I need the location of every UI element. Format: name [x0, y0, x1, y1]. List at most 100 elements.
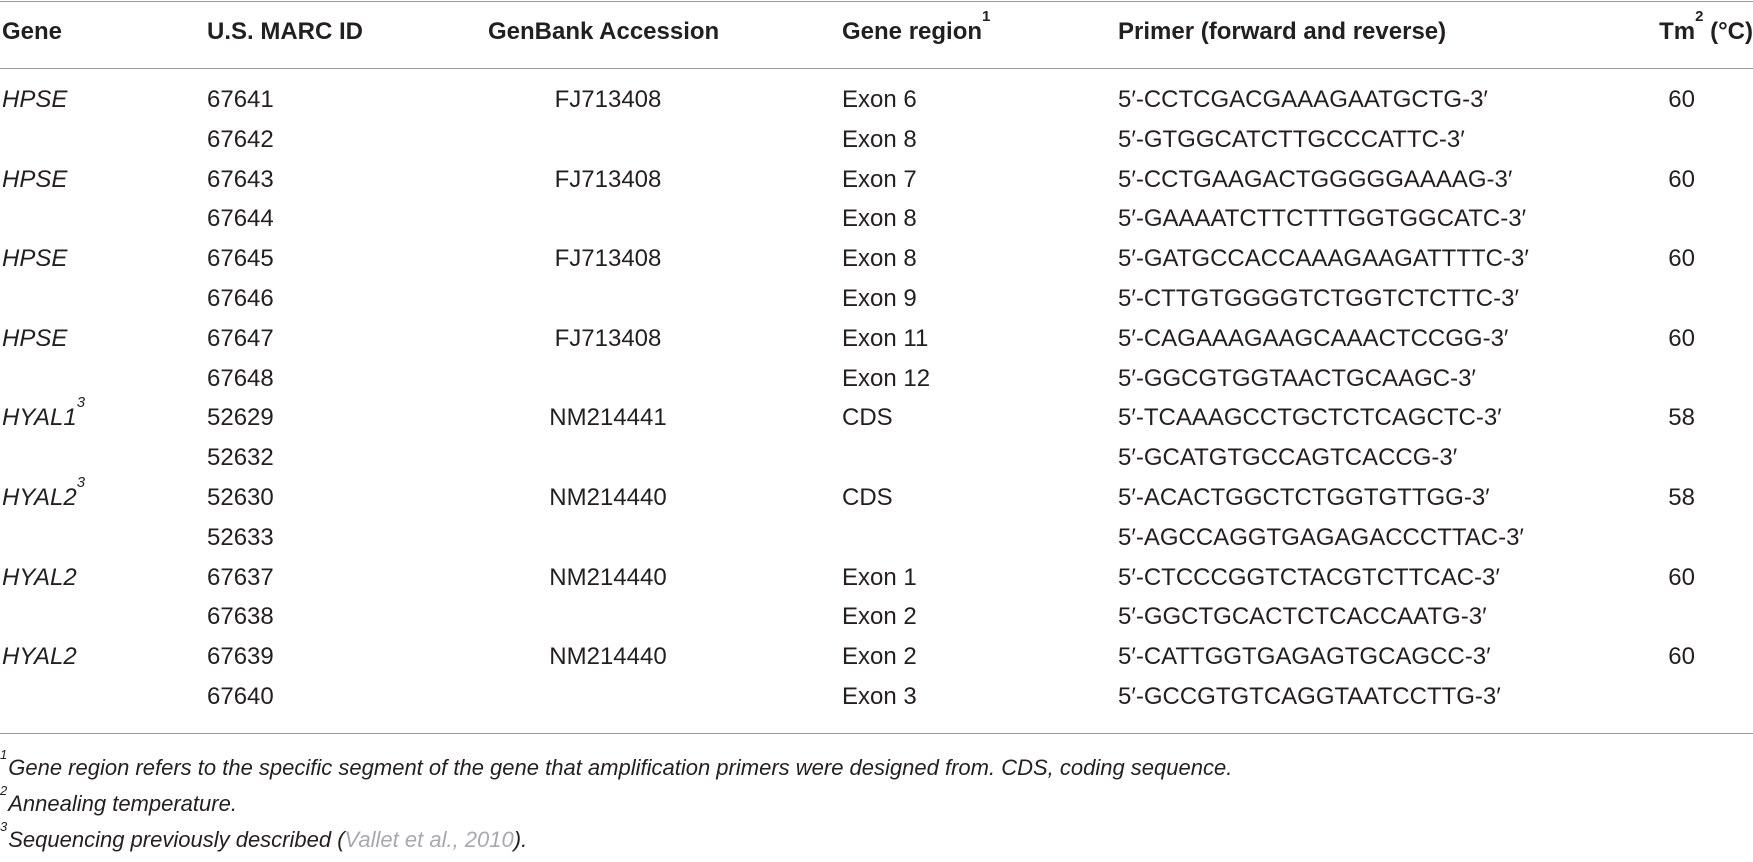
- cell-marc-id: 67638: [207, 603, 274, 631]
- cell-primer: 5′-ACACTGGCTCTGGTGTTGG-3′: [1118, 483, 1490, 511]
- cell-marc-id: 67639: [207, 643, 274, 671]
- cell-primer: 5′-CTCCCGGTCTACGTCTTCAC-3′: [1118, 563, 1500, 591]
- cell-gene-name: HYAL2: [2, 563, 77, 591]
- cell-genbank: NM214440: [549, 563, 667, 591]
- table-footnotes: 1Gene region refers to the specific segm…: [0, 748, 1753, 862]
- cell-primer: 5′-CCTGAAGACTGGGGGAAAAG-3′: [1118, 165, 1513, 193]
- cell-gene-region: Exon 9: [842, 284, 917, 312]
- header-gene-region-label: Gene region: [842, 18, 983, 45]
- cell-primer: 5′-TCAAAGCCTGCTCTCAGCTC-3′: [1118, 404, 1502, 432]
- cell-primer: 5′-GGCGTGGTAACTGCAAGC-3′: [1118, 364, 1476, 392]
- cell-gene-name: HYAL2: [2, 483, 77, 511]
- footnote-1-marker: 1: [0, 746, 8, 762]
- footnote-3-text-after: ).: [513, 827, 528, 852]
- header-gene: Gene: [2, 18, 63, 45]
- footnote-2: 2Annealing temperature.: [0, 784, 1753, 826]
- cell-marc-id: 67647: [207, 324, 274, 352]
- table-row: 52633 5′-AGCCAGGTGAGAGACCCTTAC-3′: [0, 524, 1753, 564]
- table-row: 67648 Exon 12 5′-GGCGTGGTAACTGCAAGC-3′: [0, 365, 1753, 405]
- cell-gene-region: Exon 2: [842, 603, 917, 631]
- table-row: 67646 Exon 9 5′-CTTGTGGGGTCTGGTCTCTTC-3′: [0, 285, 1753, 325]
- cell-marc-id: 52630: [207, 483, 274, 511]
- cell-primer: 5′-GCCGTGTCAGGTAATCCTTG-3′: [1118, 682, 1501, 710]
- footnote-2-marker: 2: [0, 782, 8, 798]
- cell-gene-region: Exon 8: [842, 205, 917, 233]
- cell-gene-footnote: 3: [76, 394, 86, 412]
- cell-marc-id: 67645: [207, 245, 274, 273]
- cell-gene-footnote: 3: [76, 473, 86, 491]
- cell-marc-id: 67642: [207, 125, 274, 153]
- cell-gene-region: Exon 2: [842, 643, 917, 671]
- cell-gene: HPSE: [2, 86, 67, 114]
- cell-genbank: NM214440: [549, 483, 667, 511]
- cell-marc-id: 67648: [207, 364, 274, 392]
- cell-marc-id: 52629: [207, 404, 274, 432]
- table-top-rule: [0, 1, 1753, 2]
- header-tm: Tm2 (°C): [1640, 9, 1753, 46]
- cell-tm: 58: [1668, 404, 1695, 432]
- table-row: 67640 Exon 3 5′-GCCGTGTCAGGTAATCCTTG-3′: [0, 683, 1753, 723]
- cell-gene-name: HPSE: [2, 245, 68, 273]
- footnote-1-text: Gene region refers to the specific segme…: [8, 755, 1233, 780]
- cell-primer: 5′-GATGCCACCAAAGAAGATTTTC-3′: [1118, 245, 1529, 273]
- cell-gene: HPSE: [2, 245, 67, 273]
- footnote-2-text: Annealing temperature.: [8, 791, 237, 816]
- cell-primer: 5′-GCATGTGCCAGTCACCG-3′: [1118, 444, 1458, 472]
- cell-gene: HYAL2: [2, 564, 77, 592]
- header-primer: Primer (forward and reverse): [1118, 18, 1447, 45]
- cell-tm: 58: [1668, 483, 1695, 511]
- cell-tm: 60: [1668, 165, 1695, 193]
- cell-gene-region: Exon 8: [842, 125, 917, 153]
- cell-tm: 60: [1668, 643, 1695, 671]
- cell-primer: 5′-CAGAAAGAAGCAAACTCCGG-3′: [1118, 324, 1509, 352]
- cell-tm: 60: [1668, 86, 1695, 113]
- header-marc-id: U.S. MARC ID: [207, 18, 363, 45]
- header-genbank: GenBank Accession: [488, 18, 720, 45]
- cell-genbank: FJ713408: [554, 86, 662, 113]
- cell-primer: 5′-CATTGGTGAGAGTGCAGCC-3′: [1118, 643, 1491, 671]
- header-tm-footnote: 2: [1695, 8, 1704, 25]
- cell-tm: 60: [1668, 563, 1695, 591]
- cell-genbank: FJ713408: [554, 165, 662, 193]
- cell-genbank: FJ713408: [554, 245, 662, 273]
- reference-link-vallet[interactable]: Vallet et al., 2010: [344, 827, 514, 852]
- cell-genbank: NM214441: [549, 404, 667, 432]
- cell-gene-region: Exon 12: [842, 364, 931, 392]
- cell-marc-id: 52633: [207, 523, 274, 551]
- cell-gene-region: CDS: [842, 483, 893, 511]
- header-tm-unit: (°C): [1710, 18, 1753, 45]
- cell-gene: HPSE: [2, 166, 67, 194]
- cell-primer: 5′-GAAAATCTTCTTTGGTGGCATC-3′: [1118, 205, 1527, 233]
- cell-primer: 5′-GGCTGCACTCTCACCAATG-3′: [1118, 603, 1487, 631]
- cell-primer: 5′-AGCCAGGTGAGAGACCCTTAC-3′: [1118, 523, 1524, 551]
- cell-gene-name: HPSE: [2, 86, 68, 113]
- cell-gene: HYAL2: [2, 643, 77, 671]
- cell-gene: HYAL23: [2, 475, 85, 512]
- cell-gene-name: HPSE: [2, 324, 68, 352]
- cell-gene-region: Exon 3: [842, 682, 917, 710]
- cell-marc-id: 67637: [207, 563, 274, 591]
- cell-marc-id: 52632: [207, 444, 274, 472]
- footnote-3-marker: 3: [0, 818, 8, 834]
- cell-gene-region: CDS: [842, 404, 893, 432]
- cell-marc-id: 67641: [207, 86, 274, 113]
- table-row: 52632 5′-GCATGTGCCAGTCACCG-3′: [0, 444, 1753, 484]
- cell-marc-id: 67646: [207, 284, 274, 312]
- cell-primer: 5′-CCTCGACGAAAGAATGCTG-3′: [1118, 86, 1488, 113]
- cell-gene: HPSE: [2, 325, 67, 353]
- cell-tm: 60: [1668, 324, 1695, 352]
- cell-marc-id: 67640: [207, 682, 274, 710]
- cell-gene-region: Exon 7: [842, 165, 917, 193]
- table-bottom-rule: [0, 733, 1753, 734]
- cell-tm: 60: [1668, 245, 1695, 273]
- table-header-row: Gene U.S. MARC ID GenBank Accession Gene…: [0, 0, 1753, 68]
- cell-primer: 5′-CTTGTGGGGTCTGGTCTCTTC-3′: [1118, 284, 1519, 312]
- header-gene-region: Gene region1: [842, 9, 990, 46]
